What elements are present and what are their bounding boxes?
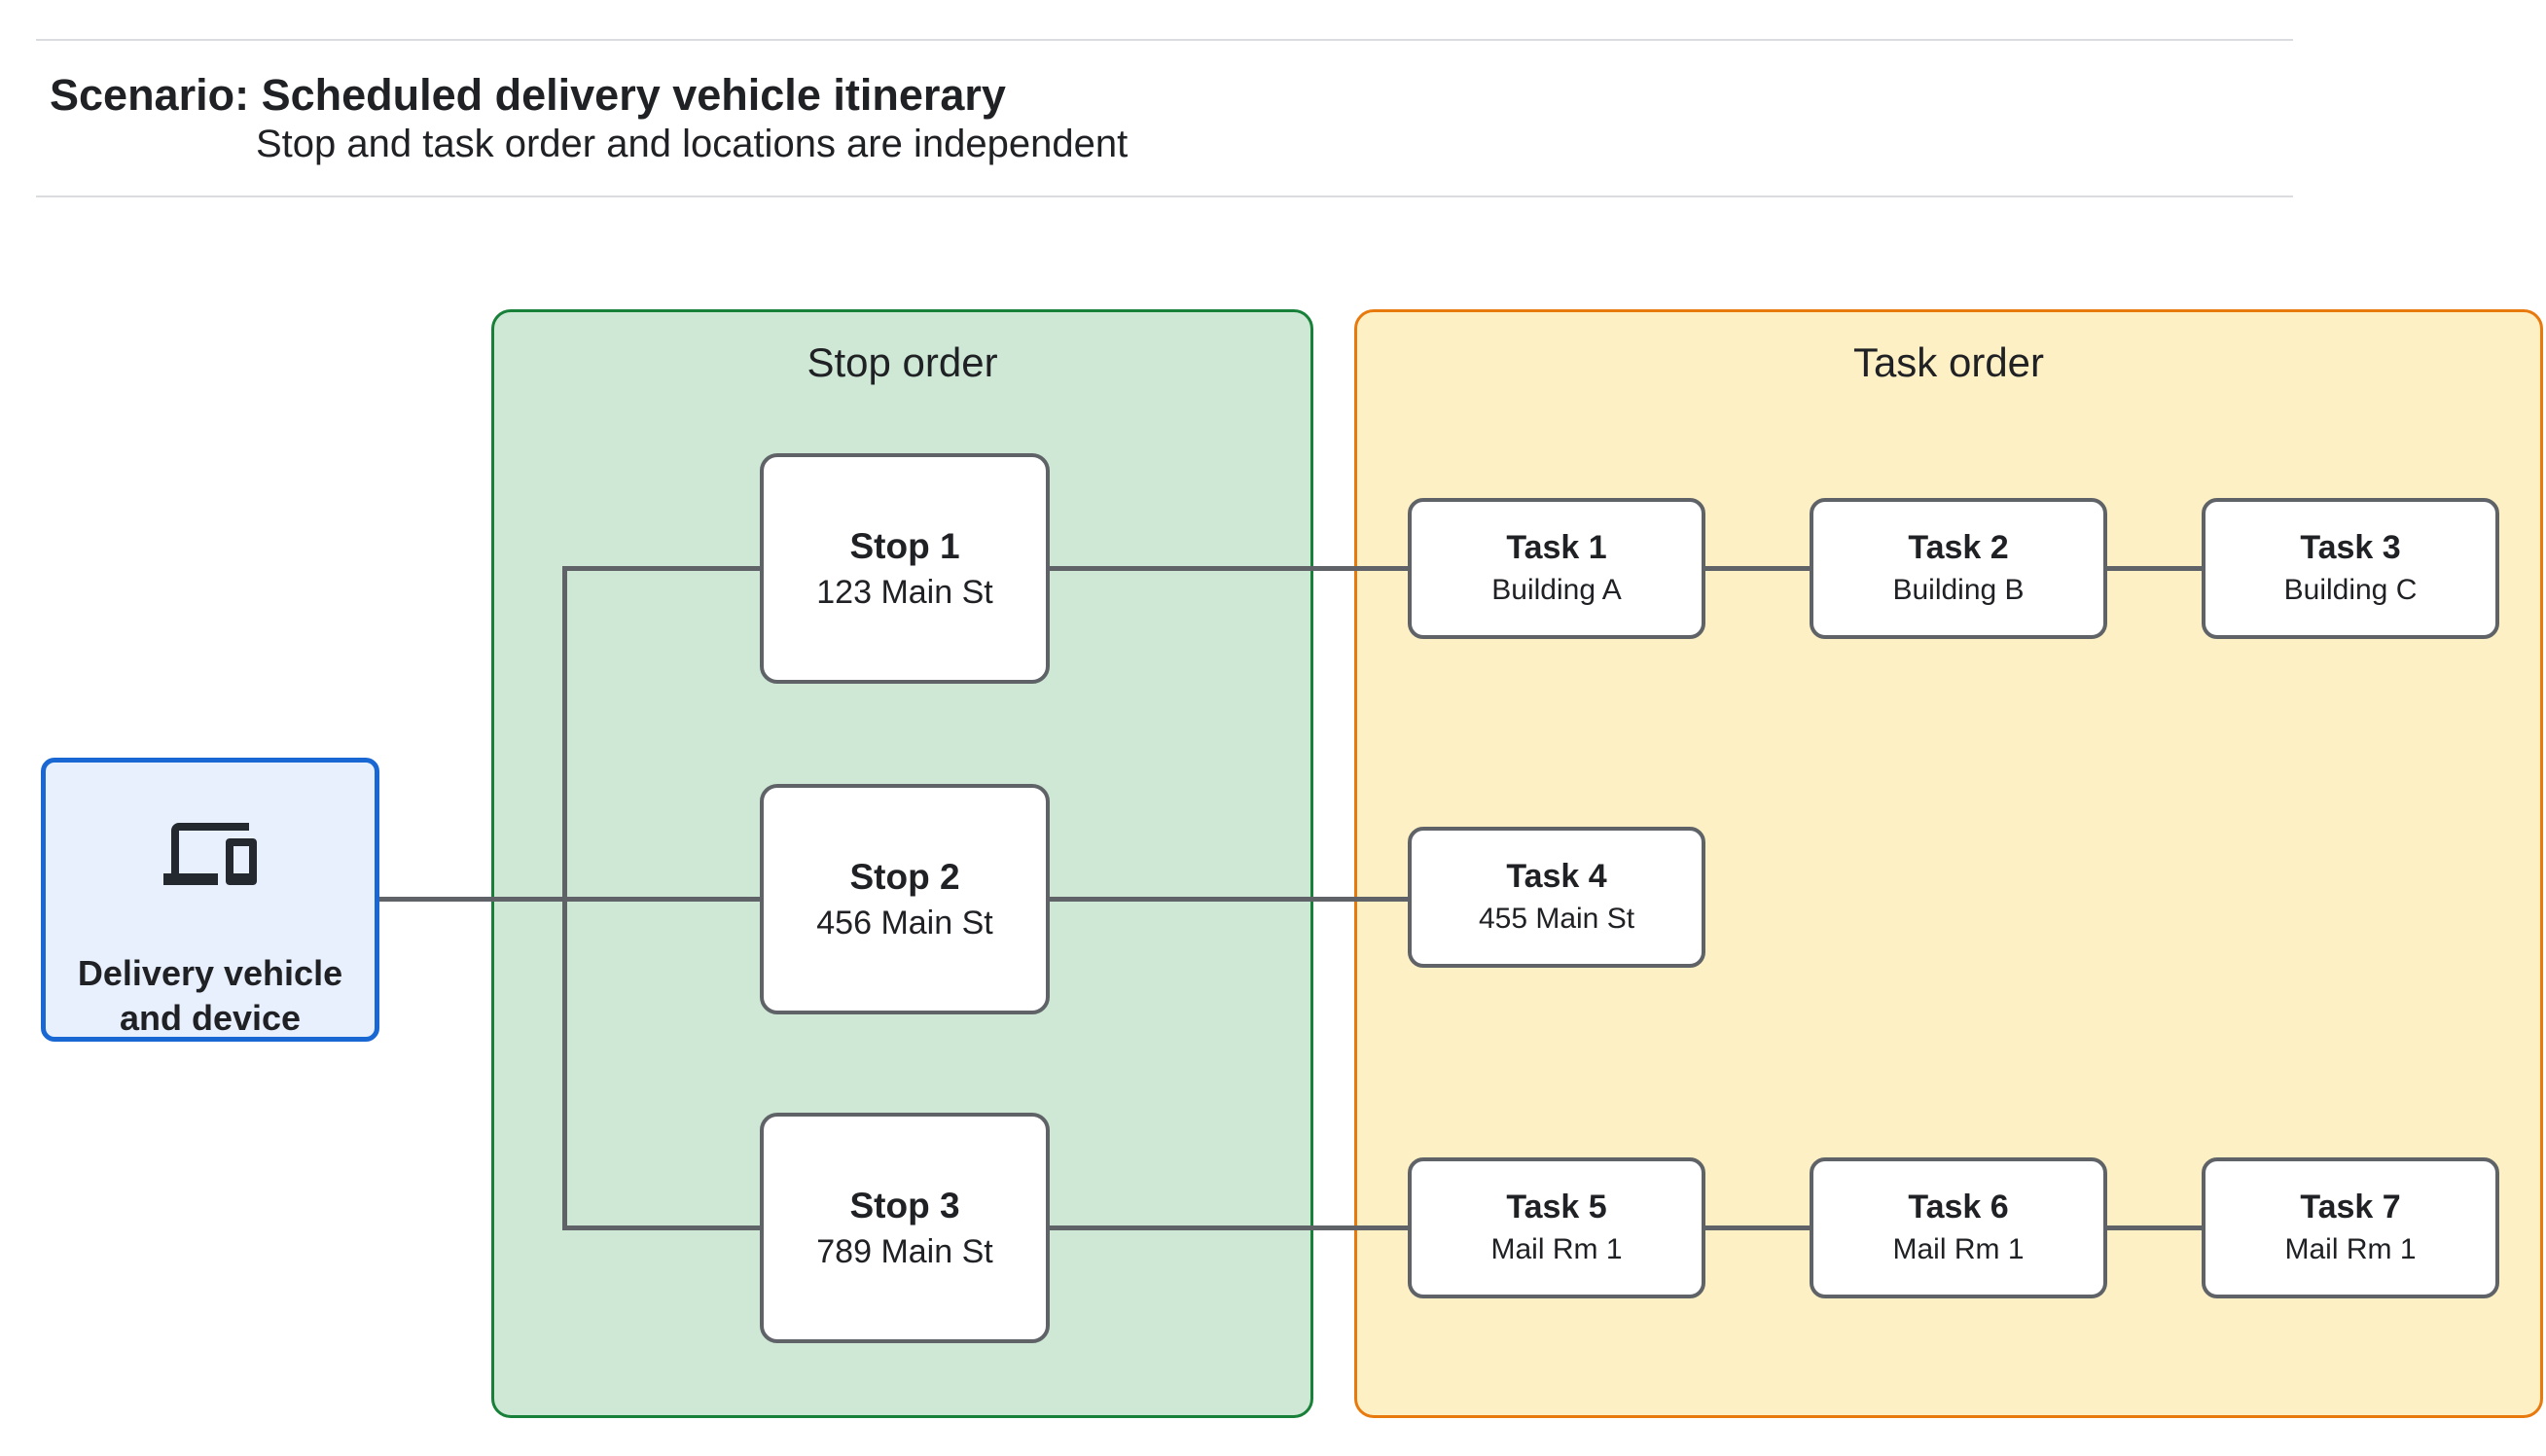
task-5-node: Task 5 Mail Rm 1 — [1408, 1157, 1705, 1298]
stop-2-title: Stop 2 — [849, 856, 960, 897]
task-4-title: Task 4 — [1506, 858, 1607, 896]
task-7-node: Task 7 Mail Rm 1 — [2202, 1157, 2499, 1298]
task-2-title: Task 2 — [1908, 529, 2009, 567]
task-1-node: Task 1 Building A — [1408, 498, 1705, 639]
devices-icon — [160, 807, 261, 901]
delivery-vehicle-label-line1: Delivery vehicle — [77, 953, 343, 993]
connector-task5-to-task6 — [1705, 1225, 1810, 1230]
task-7-title: Task 7 — [2300, 1189, 2401, 1226]
task-3-title: Task 3 — [2300, 529, 2401, 567]
delivery-vehicle-label: Delivery vehicle and device — [78, 951, 342, 1041]
connector-vehicle-to-stop2 — [379, 897, 760, 902]
task-3-node: Task 3 Building C — [2202, 498, 2499, 639]
delivery-vehicle-node: Delivery vehicle and device — [41, 758, 379, 1042]
page-title: Scenario: Scheduled delivery vehicle iti… — [50, 70, 1006, 120]
connector-task6-to-task7 — [2107, 1225, 2202, 1230]
stop-3-title: Stop 3 — [849, 1185, 960, 1225]
stop-2-node: Stop 2 456 Main St — [760, 784, 1050, 1014]
task-6-title: Task 6 — [1908, 1189, 2009, 1226]
header-separator — [36, 195, 2293, 197]
task-1-location: Building A — [1491, 574, 1622, 607]
task-6-node: Task 6 Mail Rm 1 — [1810, 1157, 2107, 1298]
stop-1-node: Stop 1 123 Main St — [760, 453, 1050, 684]
task-7-location: Mail Rm 1 — [2284, 1233, 2417, 1266]
task-5-title: Task 5 — [1506, 1189, 1607, 1226]
connector-trunk-vertical — [562, 566, 567, 1230]
stop-2-address: 456 Main St — [816, 904, 993, 941]
connector-stop2-to-task4 — [1048, 897, 1408, 902]
task-order-panel-title: Task order — [1852, 339, 2045, 385]
connector-trunk-to-stop3 — [562, 1225, 760, 1230]
delivery-vehicle-label-line2: and device — [119, 998, 302, 1039]
connector-stop1-to-task1 — [1048, 566, 1408, 571]
page-subtitle: Stop and task order and locations are in… — [256, 123, 1129, 165]
task-3-location: Building C — [2283, 574, 2418, 607]
top-separator — [36, 39, 2293, 41]
task-4-location: 455 Main St — [1478, 903, 1635, 936]
connector-stop3-to-task5 — [1048, 1225, 1408, 1230]
task-6-location: Mail Rm 1 — [1892, 1233, 2025, 1266]
connector-task2-to-task3 — [2107, 566, 2202, 571]
stop-order-panel-title: Stop order — [807, 339, 998, 385]
connector-task1-to-task2 — [1705, 566, 1810, 571]
task-2-location: Building B — [1892, 574, 2025, 607]
stop-3-address: 789 Main St — [816, 1232, 993, 1270]
task-2-node: Task 2 Building B — [1810, 498, 2107, 639]
stop-1-title: Stop 1 — [849, 525, 960, 566]
task-4-node: Task 4 455 Main St — [1408, 827, 1705, 968]
connector-trunk-to-stop1 — [562, 566, 760, 571]
stop-1-address: 123 Main St — [816, 573, 993, 611]
task-1-title: Task 1 — [1506, 529, 1607, 567]
stop-3-node: Stop 3 789 Main St — [760, 1113, 1050, 1343]
task-5-location: Mail Rm 1 — [1490, 1233, 1623, 1266]
